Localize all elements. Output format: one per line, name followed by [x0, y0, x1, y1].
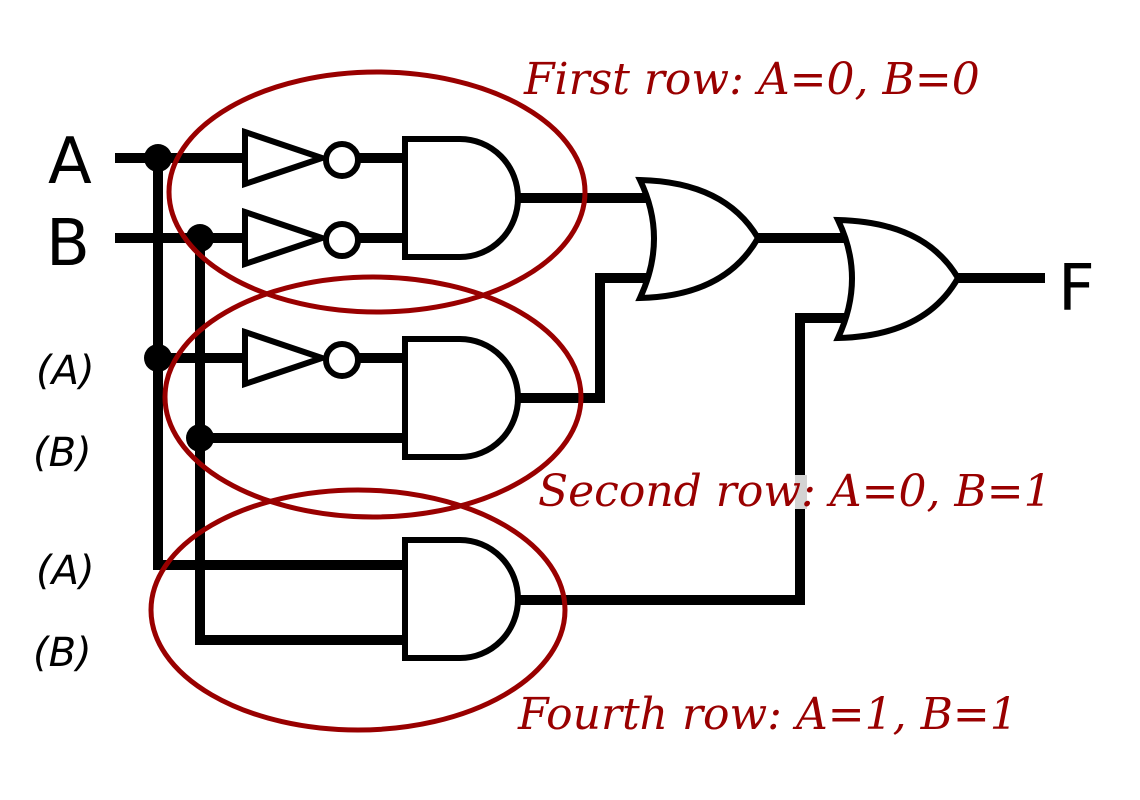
- or-gate-1: [635, 176, 762, 302]
- output-label-f: F: [1058, 252, 1095, 326]
- alias-label-b-1: (B): [33, 430, 92, 476]
- not-gate-b: [242, 207, 361, 269]
- input-label-b: B: [46, 207, 90, 281]
- alias-label-a-1: (A): [36, 348, 95, 394]
- annotation-first-row: First row: A=0, B=0: [523, 54, 980, 105]
- junction-dot: [186, 424, 214, 452]
- wire-and3-out: [520, 313, 855, 605]
- or-gate-2: [833, 216, 962, 342]
- junction-dot: [144, 344, 172, 372]
- junction-dot: [144, 144, 172, 172]
- alias-label-a-2: (A): [36, 548, 95, 594]
- bus-b: [195, 238, 403, 645]
- alias-label-b-2: (B): [33, 630, 92, 676]
- input-label-a: A: [48, 125, 92, 199]
- annotation-fourth-row: Fourth row: A=1, B=1: [517, 689, 1018, 740]
- label-background-patch: [795, 475, 807, 509]
- group-ellipse-fourth-row: [148, 487, 568, 733]
- and-gate-3: [402, 537, 521, 661]
- bus-a: [153, 158, 403, 570]
- and-gate-1: [402, 136, 521, 260]
- annotation-second-row: Second row: A=0, B=1: [538, 466, 1052, 517]
- group-ellipse-first-row: [166, 69, 588, 315]
- not-gate-a: [242, 127, 361, 189]
- group-ellipse-second-row: [162, 274, 584, 520]
- not-gate-a2: [242, 327, 361, 389]
- and-gate-2: [402, 336, 521, 460]
- wire-and2-out: [520, 273, 655, 403]
